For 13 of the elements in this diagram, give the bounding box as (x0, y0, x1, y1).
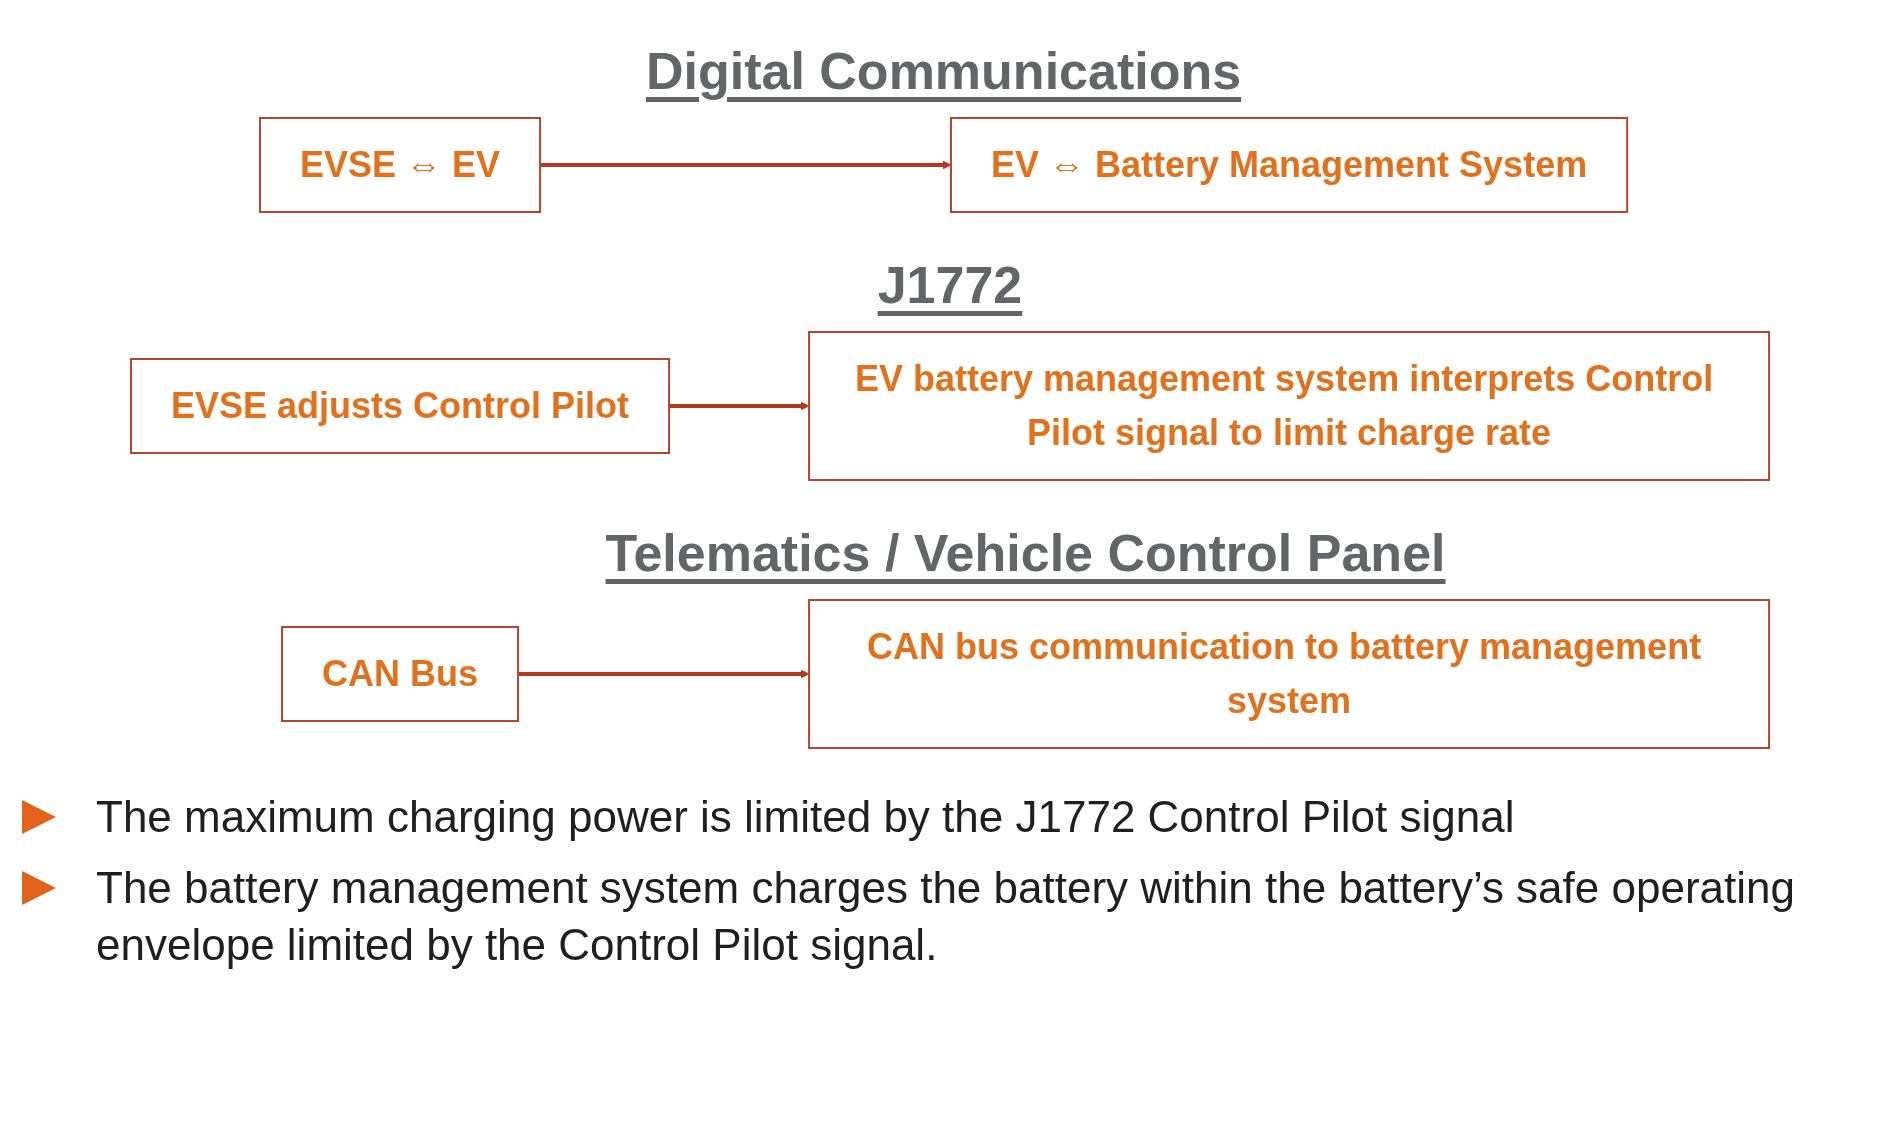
process-box: EVSE ⇔ EV (258, 117, 542, 213)
section-heading: Digital Communications (645, 42, 1242, 100)
arrow (518, 669, 810, 679)
arrow (669, 401, 810, 411)
process-box: EV ⇔ Battery Management System (949, 117, 1629, 213)
bullet-text: The battery management system charges the battery within the battery’s safe operating envelope limited by the Control Pilot signal. (96, 862, 1796, 972)
process-box: CAN Bus (281, 626, 519, 722)
process-box: EVSE adjusts Control Pilot (129, 358, 671, 454)
process-box: EV battery management system interprets Control Pilot signal to limit charge rate (808, 331, 1771, 481)
bullet-text: The maximum charging power is limited by the J1772 Control Pilot signal (96, 791, 1515, 843)
section-heading: Telematics / Vehicle Control Panel (605, 524, 1446, 582)
section-heading: J1772 (877, 256, 1023, 314)
process-box: CAN bus communication to battery management system (808, 599, 1771, 749)
